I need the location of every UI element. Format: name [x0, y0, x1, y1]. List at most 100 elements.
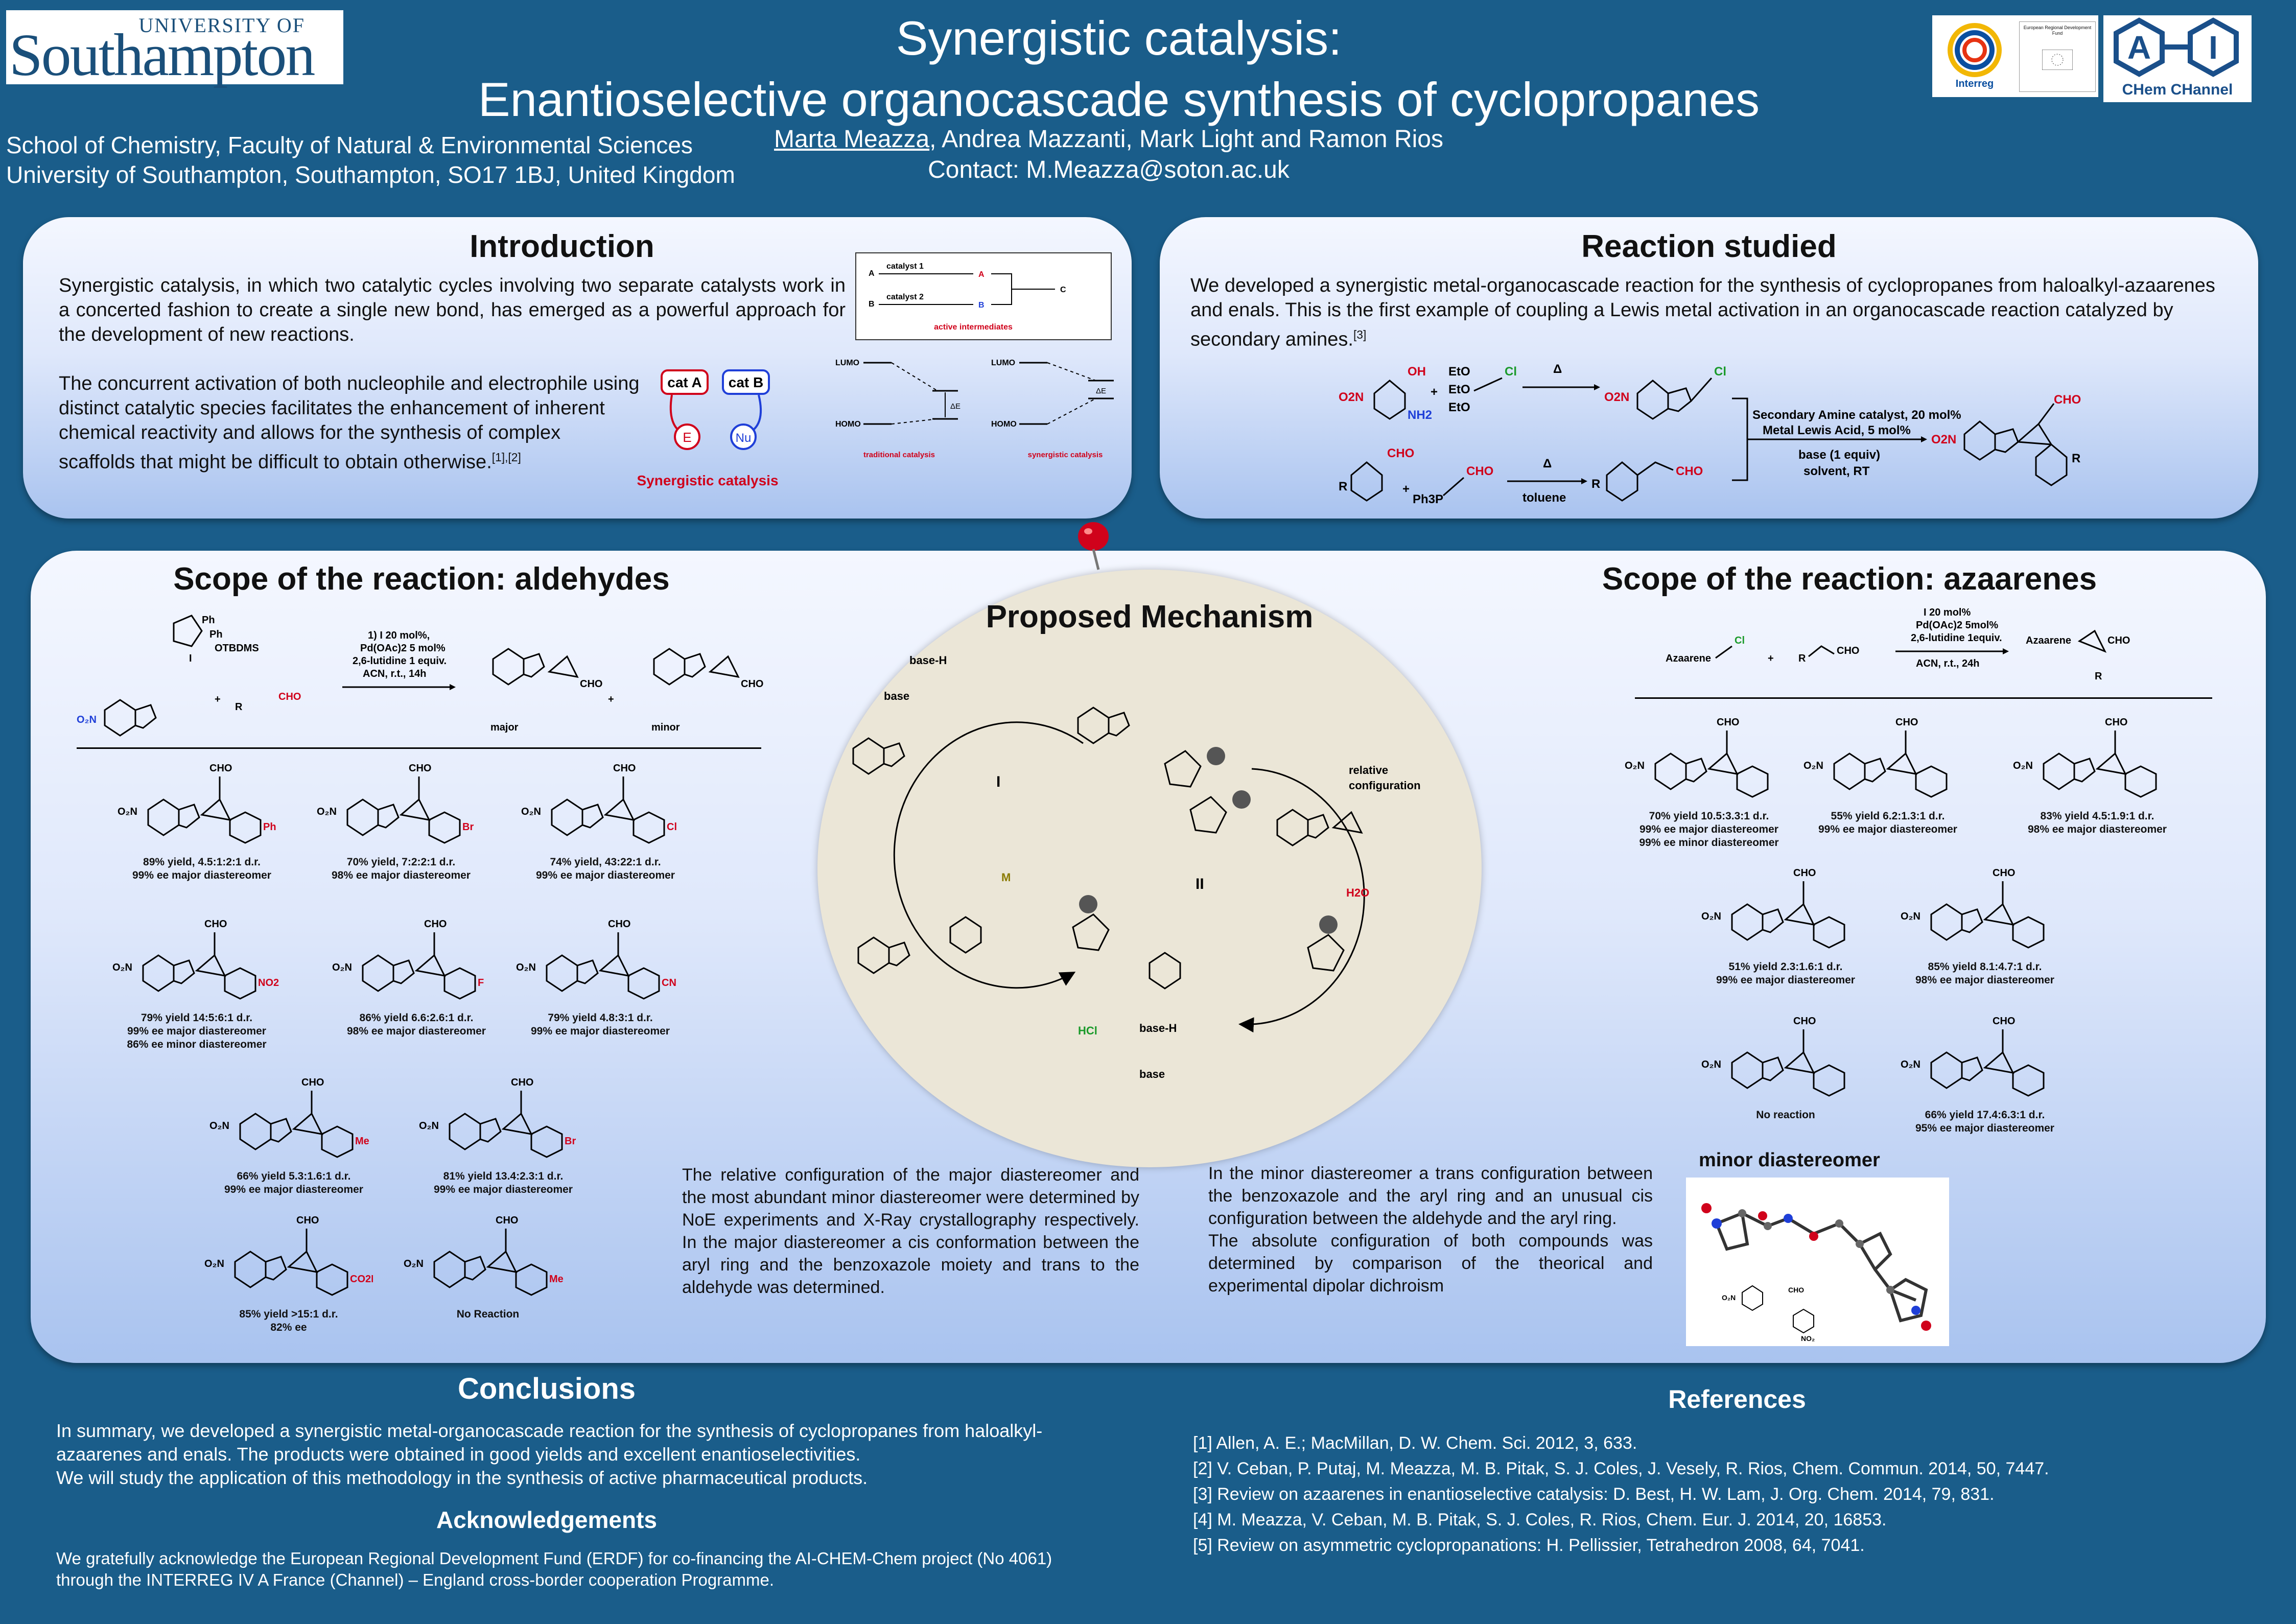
mol-cho: CHO [496, 1215, 518, 1226]
cl-label-2: Cl [1714, 365, 1726, 379]
conclusions-title: Conclusions [457, 1372, 636, 1405]
az-condition-4: ACN, r.t., 24h [1916, 658, 1979, 669]
otbdms-label: OTBDMS [215, 643, 259, 654]
major-label: major [490, 722, 519, 733]
reaction-panel: Reaction studied We developed a synergis… [1160, 217, 2258, 519]
co-authors: , Andrea Mazzanti, Mark Light and Ramon … [929, 126, 1443, 153]
cl-label-1: Cl [1505, 365, 1517, 379]
contact-email[interactable]: Contact: M.Meazza@soton.ac.uk [928, 156, 1290, 183]
caption-line: 82% ee [270, 1322, 307, 1333]
mol-cho: CHO [1895, 717, 1918, 728]
cho-label-3: CHO [1676, 464, 1703, 478]
oh-label: OH [1408, 365, 1426, 379]
energy-diagram: A B catalyst 1 catalyst 2 A B C active i… [835, 252, 1114, 459]
reference-3: [3] Review on azaarenes in enantioselect… [1193, 1485, 1995, 1504]
caption-line: 66% yield 17.4:6.3:1 d.r. [1925, 1109, 2045, 1121]
delta-e-1: ΔE [950, 402, 960, 411]
caption-line: 99% ee major diastereomer [536, 869, 675, 881]
az-condition-1: I 20 mol% [1924, 607, 1971, 618]
mol-cho: CHO [1717, 717, 1739, 728]
mol-substituent: CN [662, 977, 676, 988]
box-ai: A [978, 270, 985, 279]
mol-no2: O₂N [404, 1258, 424, 1269]
product-caption: 83% yield 4.5:1.9:1 d.r.98% ee major dia… [2013, 810, 2182, 836]
box-bi: B [978, 301, 985, 310]
mechanism-scheme: I II base-H base M HCl base-H base H2O r… [852, 654, 1421, 1080]
ald-condition-2: Pd(OAc)2 5 mol% [360, 643, 446, 654]
caption-line: 99% ee minor diastereomer [1639, 837, 1779, 849]
minor-diastereomer-title: minor diastereomer [1699, 1149, 1880, 1171]
minor-label: minor [651, 722, 680, 733]
logo-letter-a: A [2127, 29, 2151, 66]
r-product-az: R [2095, 671, 2102, 682]
product-caption: 66% yield 17.4:6.3:1 d.r.95% ee major di… [1901, 1109, 2069, 1135]
caption-line: No Reaction [456, 1308, 520, 1320]
mol-cho: CHO [409, 763, 431, 774]
ph3p-label: Ph3P [1413, 492, 1443, 506]
eto-3: EtO [1448, 401, 1470, 414]
base-label-1: base [884, 690, 909, 702]
product-caption: 85% yield 8.1:4.7:1 d.r.98% ee major dia… [1901, 960, 2069, 987]
product-structure: O₂NCHOCO2Et [204, 1215, 373, 1296]
mol-no2: O₂N [1701, 1059, 1721, 1070]
mol-cho: CHO [209, 763, 232, 774]
partner-logos: Interreg European Regional Development F… [1932, 15, 2098, 97]
cho-product-az: CHO [2107, 635, 2130, 646]
mechanism-area [817, 570, 1482, 1167]
caption-line: 95% ee major diastereomer [1915, 1122, 2054, 1134]
caption-line: 98% ee major diastereomer [347, 1025, 486, 1037]
interreg-icon: Interreg [1948, 23, 2002, 89]
toluene-label: toluene [1522, 491, 1566, 505]
iminium-ion [1164, 747, 1225, 788]
azaarene-discussion: In the minor diastereomer a trans config… [1208, 1162, 1653, 1297]
caption-line: 99% ee major diastereomer [434, 1184, 573, 1195]
azaarene-label-1: Azaarene [1666, 653, 1711, 664]
mol-no2: O₂N [204, 1258, 224, 1269]
cho-label-az: CHO [1837, 645, 1859, 656]
caption-line: 99% ee major diastereomer [1818, 823, 1957, 835]
aldehyde-discussion: The relative configuration of the major … [682, 1165, 1139, 1297]
synergistic-caption: Synergistic catalysis [637, 473, 778, 488]
logo-line-1: UNIVERSITY OF [138, 14, 305, 37]
reaction-ref: [3] [1353, 328, 1367, 341]
title-line-1: Synergistic catalysis: [896, 11, 1342, 65]
reference-2: [2] V. Ceban, P. Putaj, M. Meazza, M. B.… [1193, 1459, 2049, 1478]
plus-label-az: + [1768, 653, 1774, 664]
chem-channel-logo: A I CHem CHannel [2103, 15, 2252, 102]
logo-label: CHem CHannel [2122, 81, 2233, 98]
reference-4: [4] M. Meazza, V. Ceban, M. B. Pitak, S.… [1193, 1510, 1887, 1529]
mol-cho: CHO [613, 763, 636, 774]
r-label-1: R [1339, 480, 1347, 493]
catalyst-amine [1189, 790, 1251, 834]
mechanism-title: Proposed Mechanism [986, 599, 1314, 634]
product-caption: 85% yield >15:1 d.r. 82% ee [204, 1308, 373, 1334]
caption-line: 99% ee major diastereomer [224, 1184, 363, 1195]
intro-paragraph-2-text: The concurrent activation of both nucleo… [59, 373, 640, 473]
box-catalyst-2: catalyst 2 [886, 293, 924, 301]
box-b: B [869, 300, 875, 309]
xray-no2-label: O₂N [1722, 1293, 1736, 1302]
eto-2: EtO [1448, 383, 1470, 396]
push-pin-icon [1078, 522, 1109, 570]
poster-title: Synergistic catalysis: Enantioselective … [358, 8, 1880, 130]
reaction-title: Reaction studied [1581, 229, 1837, 264]
university-logo[interactable]: UNIVERSITY OF Southampton [6, 10, 343, 86]
plus-2: + [1402, 482, 1410, 496]
affiliation-line-1: School of Chemistry, Faculty of Natural … [6, 132, 693, 158]
plus-label-2: + [608, 694, 614, 705]
caption-line: 85% yield >15:1 d.r. [239, 1308, 338, 1320]
ald-condition-4: ACN, r.t., 14h [363, 668, 426, 679]
caption-line: 98% ee major diastereomer [1915, 974, 2054, 986]
intermediate-2 [1077, 707, 1130, 744]
caption-line: 98% ee major diastereomer [332, 869, 471, 881]
no2-label-2: O2N [1604, 390, 1629, 404]
